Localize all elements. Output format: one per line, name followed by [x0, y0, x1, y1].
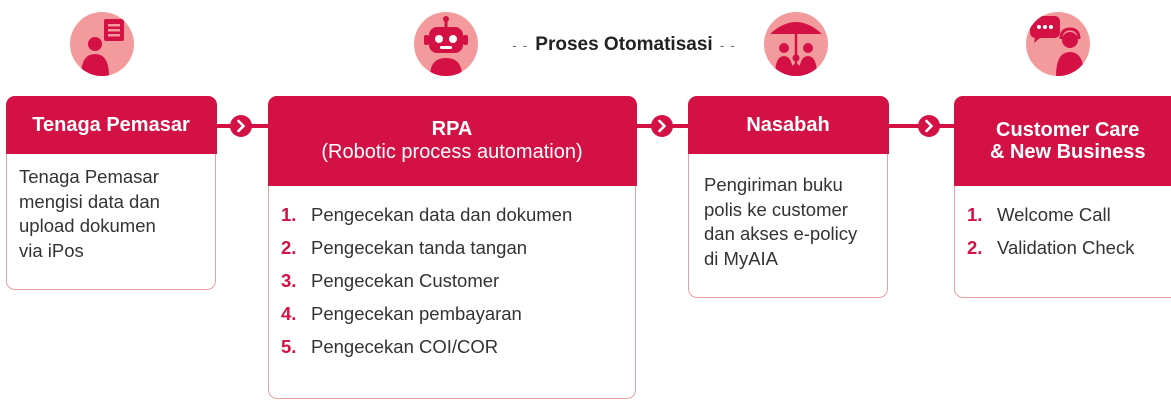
- person-with-chat-icon: [1026, 12, 1090, 76]
- step-list: 1. Welcome Call 2. Validation Check: [967, 204, 1134, 270]
- list-item: 3. Pengecekan Customer: [281, 270, 572, 292]
- chevron-right-icon: [651, 115, 673, 137]
- list-item: 1. Pengecekan data dan dokumen: [281, 204, 572, 226]
- card-header: Customer Care & New Business: [953, 95, 1171, 186]
- step-text: Pengecekan COI/COR: [311, 336, 499, 357]
- description-line: Pengiriman buku: [704, 174, 843, 195]
- step-list: 1. Pengecekan data dan dokumen 2. Pengecek…: [281, 204, 572, 369]
- description-line: mengisi data dan: [19, 190, 160, 212]
- chevron-right-icon: [230, 115, 252, 137]
- step-number: 5.: [281, 336, 297, 357]
- description-line: upload dokumen: [19, 215, 156, 236]
- step-number: 3.: [281, 270, 297, 291]
- process-banner: - - Proses Otomatisasi - -: [488, 32, 760, 58]
- card-nasabah: Nasabah Pengiriman buku polis ke custome…: [687, 95, 889, 298]
- step-number: 2.: [967, 237, 983, 258]
- list-item: 2. Pengecekan tanda tangan: [281, 237, 572, 259]
- card-tenaga-pemasar: Tenaga Pemasar Tenaga Pemasar mengisi da…: [5, 95, 217, 290]
- card-header: RPA (Robotic process automation): [267, 95, 637, 186]
- step-number: 1.: [967, 204, 983, 225]
- card-description: Pengiriman buku polis ke customer dan ak…: [704, 173, 879, 271]
- card-header: Tenaga Pemasar: [5, 95, 217, 154]
- card-title: Tenaga Pemasar: [32, 113, 190, 136]
- step-number: 4.: [281, 303, 297, 324]
- step-number: 2.: [281, 237, 297, 258]
- card-title-line-1: Customer Care: [996, 118, 1140, 141]
- card-rpa: RPA (Robotic process automation) 1. Penge…: [267, 95, 637, 399]
- family-under-umbrella-icon: [764, 12, 828, 76]
- card-title: Nasabah: [746, 113, 830, 136]
- card-header: Nasabah: [687, 95, 889, 154]
- list-item: 1. Welcome Call: [967, 204, 1134, 226]
- card-title: RPA: [431, 117, 473, 140]
- card-customer-care: Customer Care & New Business 1. Welcome C…: [953, 95, 1171, 298]
- person-with-document-icon: [70, 12, 134, 76]
- step-text: Validation Check: [997, 237, 1135, 258]
- card-description: Tenaga Pemasar mengisi data dan upload d…: [19, 165, 207, 263]
- chevron-right-icon: [918, 115, 940, 137]
- description-line: polis ke customer: [704, 198, 848, 220]
- card-subtitle: (Robotic process automation): [321, 140, 583, 163]
- banner-title: Proses Otomatisasi: [535, 34, 713, 55]
- banner-dash-left: - -: [512, 37, 529, 53]
- description-line: dan akses e-policy: [704, 223, 858, 244]
- description-line: Tenaga Pemasar: [19, 166, 159, 187]
- list-item: 5. Pengecekan COI/COR: [281, 336, 572, 358]
- description-line: di MyAIA: [704, 247, 779, 269]
- step-text: Pengecekan pembayaran: [311, 303, 522, 324]
- robot-icon: [414, 12, 478, 76]
- card-title-line-2: & New Business: [989, 140, 1146, 163]
- step-number: 1.: [281, 204, 297, 225]
- list-item: 4. Pengecekan pembayaran: [281, 303, 572, 325]
- description-line: via iPos: [19, 239, 84, 261]
- list-item: 2. Validation Check: [967, 237, 1134, 259]
- step-text: Welcome Call: [997, 204, 1111, 225]
- step-text: Pengecekan Customer: [311, 270, 500, 291]
- step-text: Pengecekan data dan dokumen: [311, 204, 573, 225]
- banner-dash-right: - -: [719, 37, 736, 53]
- step-text: Pengecekan tanda tangan: [311, 237, 528, 258]
